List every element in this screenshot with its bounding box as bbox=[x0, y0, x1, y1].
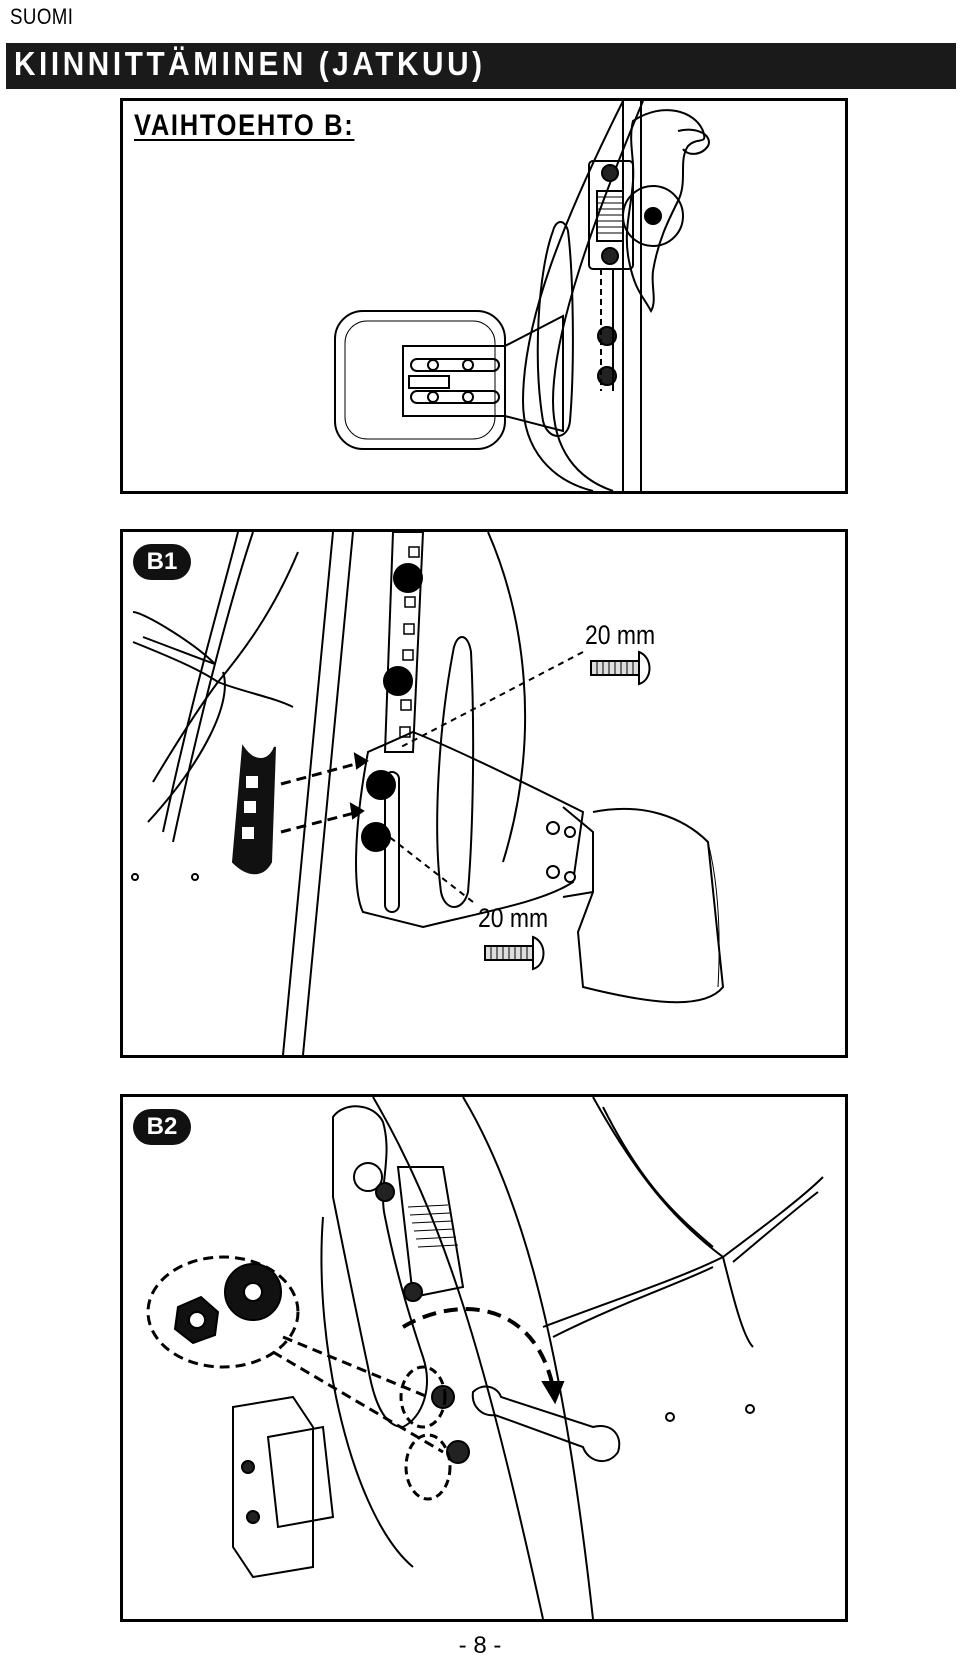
bolt-insertion-illustration bbox=[131, 532, 725, 1055]
page-number: - 8 - bbox=[458, 1632, 502, 1659]
step-badge-b1: B1 bbox=[133, 544, 191, 580]
section-title: KIINNITTÄMINEN (JATKUU) bbox=[14, 45, 486, 82]
bolt-lower-icon bbox=[484, 935, 545, 971]
language-label: SUOMI bbox=[10, 4, 74, 29]
hex-nut-icon bbox=[173, 1295, 220, 1345]
bolt-upper-icon bbox=[590, 650, 651, 686]
step-b1-panel: B1 20 mm 20 mm bbox=[120, 529, 848, 1058]
variant-b-overview-panel: VAIHTOEHTO B: bbox=[120, 98, 848, 494]
knob-tightening-illustration bbox=[146, 1097, 824, 1619]
step-badge-b2: B2 bbox=[133, 1109, 191, 1145]
variant-label: VAIHTOEHTO B: bbox=[134, 109, 355, 142]
armrest-mount-illustration bbox=[334, 101, 710, 491]
star-knob-icon bbox=[224, 1263, 282, 1321]
bolt-length-lower: 20 mm bbox=[478, 903, 549, 933]
step-b2-panel: B2 bbox=[120, 1094, 848, 1622]
section-banner: KIINNITTÄMINEN (JATKUU) bbox=[6, 43, 956, 89]
bolt-length-upper: 20 mm bbox=[585, 620, 656, 650]
